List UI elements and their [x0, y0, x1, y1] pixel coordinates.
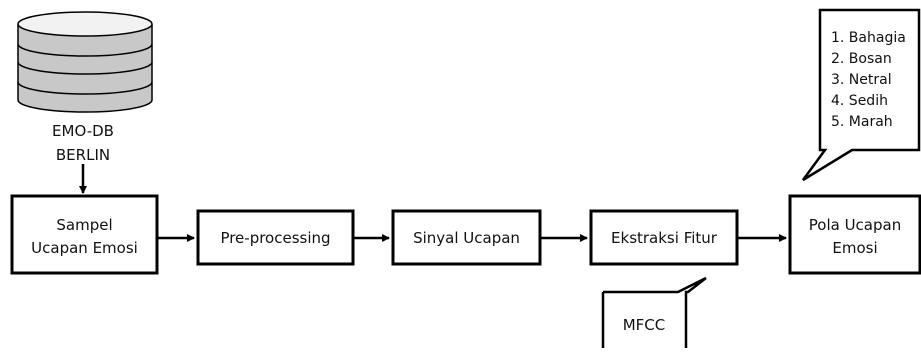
node-sampel-ucapan-emosi: Sampel Ucapan Emosi — [10, 194, 159, 275]
node-pola-line2: Emosi — [832, 239, 877, 257]
node-preprocessing: Pre-processing — [196, 209, 355, 266]
database-label-line1: EMO-DB — [52, 122, 114, 140]
emotion-item: 3. Netral — [831, 72, 892, 88]
emotion-item: 4. Sedih — [831, 93, 888, 109]
node-sampel-line2: Ucapan Emosi — [31, 239, 138, 257]
emotion-item: 1. Bahagia — [831, 30, 906, 46]
node-ekstraksi-fitur: Ekstraksi Fitur — [589, 209, 739, 266]
node-pola-line1: Pola Ucapan — [809, 216, 901, 234]
node-preprocessing-label: Pre-processing — [220, 229, 330, 247]
database-label-line2: BERLIN — [56, 146, 110, 164]
node-sampel-line1: Sampel — [56, 216, 112, 234]
node-ekstraksi-label: Ekstraksi Fitur — [611, 229, 718, 247]
emotion-item: 5. Marah — [831, 114, 893, 130]
node-sinyal-label: Sinyal Ucapan — [413, 229, 520, 247]
mfcc-label: MFCC — [623, 316, 666, 334]
node-pola-ucapan-emosi: Pola Ucapan Emosi — [788, 194, 921, 275]
node-sinyal-ucapan: Sinyal Ucapan — [391, 209, 542, 266]
mfcc-callout: MFCC — [601, 276, 707, 348]
emotion-item: 2. Bosan — [831, 51, 892, 67]
database-icon — [17, 11, 153, 113]
emotion-list-callout: 1. Bahagia 2. Bosan 3. Netral 4. Sedih 5… — [801, 8, 921, 182]
